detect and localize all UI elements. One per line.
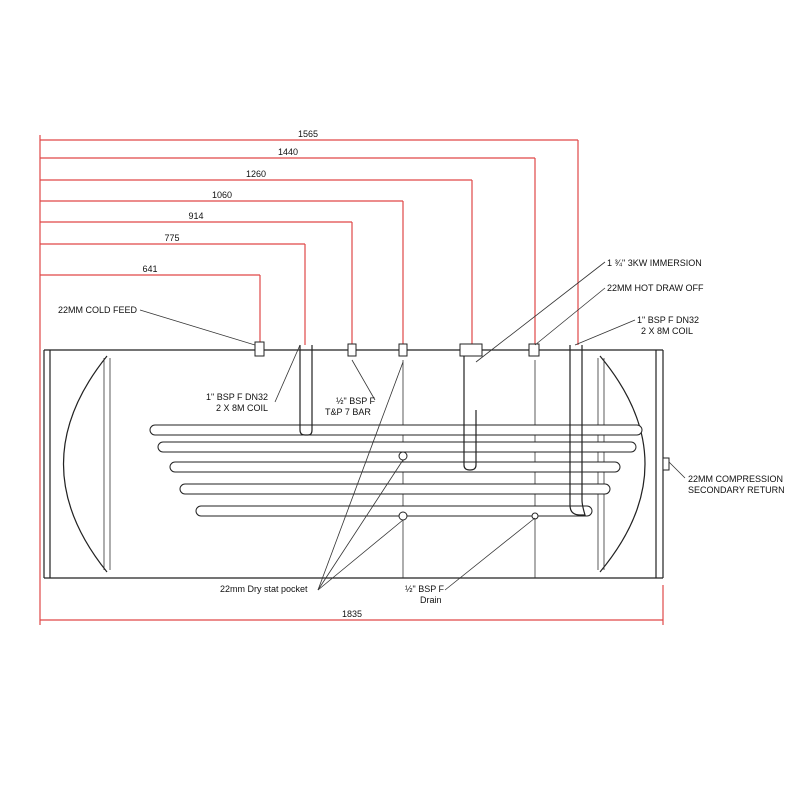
heating-coil [149, 345, 643, 521]
dim-1835: 1835 [342, 609, 362, 619]
dim-1060: 1060 [212, 190, 232, 200]
label-dry-stat-pocket: 22mm Dry stat pocket [220, 584, 308, 594]
label-coil-right-2: 2 X 8M COIL [641, 326, 693, 336]
dim-1565: 1565 [298, 129, 318, 139]
label-drain-1: ½" BSP F [405, 584, 445, 594]
secondary-return-port [662, 457, 670, 471]
label-tp-2: T&P 7 BAR [325, 407, 371, 417]
label-hot-draw-off: 22MM HOT DRAW OFF [607, 283, 704, 293]
dim-1440: 1440 [278, 147, 298, 157]
label-immersion: 1 ¾" 3KW IMMERSION [607, 258, 702, 268]
label-drain-2: Drain [420, 595, 442, 605]
top-ports [254, 341, 670, 471]
label-cold-feed: 22MM COLD FEED [58, 305, 138, 315]
dimension-lines [39, 135, 664, 625]
label-tp-1: ½" BSP F [336, 396, 376, 406]
dim-641: 641 [142, 264, 157, 274]
label-coil-left-1: 1" BSP F DN32 [206, 392, 268, 402]
label-compression-2: SECONDARY RETURN [688, 485, 785, 495]
leader-lines [139, 261, 686, 591]
label-compression-1: 22MM COMPRESSION [688, 474, 783, 484]
dim-775: 775 [164, 233, 179, 243]
label-coil-right-1: 1" BSP F DN32 [637, 315, 699, 325]
dim-1260: 1260 [246, 169, 266, 179]
label-coil-left-2: 2 X 8M COIL [216, 403, 268, 413]
dim-914: 914 [188, 211, 203, 221]
